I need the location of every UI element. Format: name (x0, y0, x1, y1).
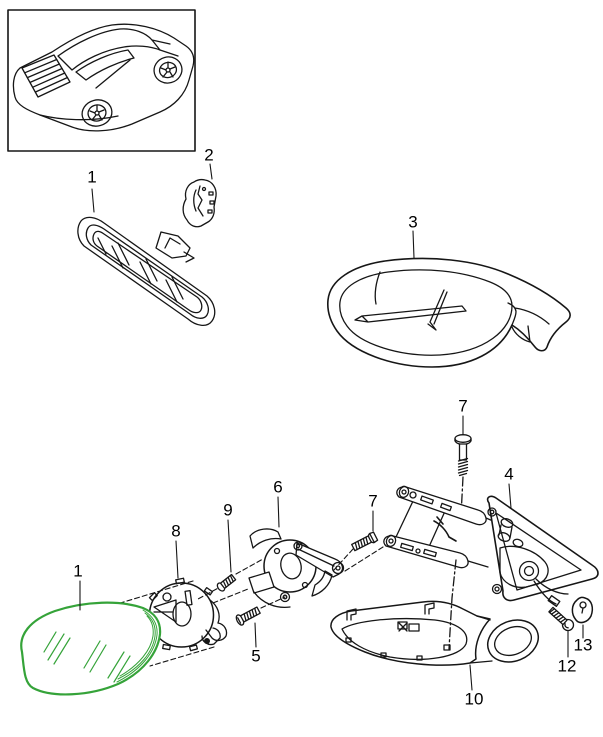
callout-mirror-mount-bracket[interactable]: 2 (204, 145, 214, 165)
callout-cover-cap[interactable]: 13 (573, 635, 593, 655)
screw-7-side (351, 531, 379, 552)
center-axis-upper (460, 476, 464, 517)
car-illustration (12, 23, 195, 132)
screw-7-top (454, 434, 472, 477)
callout-leaders (79, 163, 584, 691)
callout-screw-base[interactable]: 12 (557, 656, 577, 676)
center-axis-lower (448, 559, 457, 650)
mirror-glass-part (20, 601, 162, 696)
callout-screw-side[interactable]: 7 (368, 491, 378, 511)
callout-screw-drive[interactable]: 5 (251, 646, 261, 666)
mirror-base-part (486, 495, 599, 607)
car-wheel-front (153, 56, 183, 84)
mount-bracket-part (182, 178, 217, 228)
cover-cap-part (571, 596, 594, 624)
mirror-arm-assembly (383, 485, 501, 569)
callout-glass-adapter-plate[interactable]: 8 (171, 521, 181, 541)
interior-mirror-part (77, 216, 216, 326)
screw-9 (216, 573, 237, 592)
car-wheel-rear (81, 99, 113, 127)
callout-screw-adapter[interactable]: 9 (223, 500, 233, 520)
drive-unit-part (248, 528, 345, 609)
screw-5 (235, 606, 261, 626)
callout-mirror-base-triangle[interactable]: 4 (504, 464, 514, 484)
callout-screw-top[interactable]: 7 (458, 396, 468, 416)
callout-interior-rear-view-mirror[interactable]: 1 (87, 167, 97, 187)
adapter-plate-part (148, 577, 228, 652)
callout-mirror-glass[interactable]: 1 (73, 561, 83, 581)
mirror-housing-part (327, 257, 571, 368)
assembly-axes (83, 546, 384, 667)
callout-mirror-lower-housing[interactable]: 10 (464, 689, 484, 709)
callout-mirror-drive-unit[interactable]: 6 (273, 477, 283, 497)
car-thumbnail (7, 9, 196, 152)
screw-12 (548, 606, 575, 632)
callout-mirror-upper-housing[interactable]: 3 (408, 212, 418, 232)
